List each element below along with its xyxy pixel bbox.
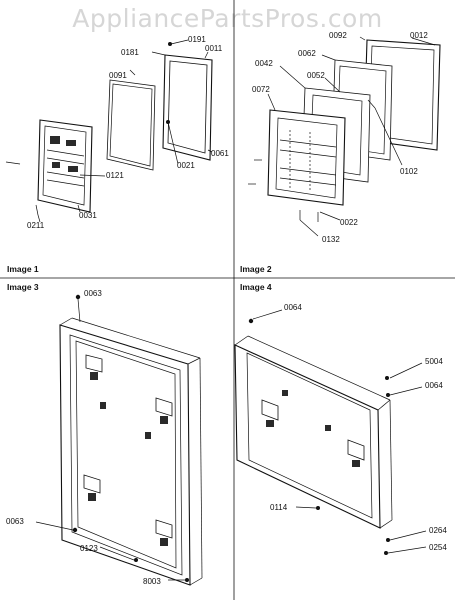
- panel-title-image-2: Image 2: [240, 264, 272, 274]
- panel-title-image-1: Image 1: [7, 264, 39, 274]
- callout-0114: 0114: [270, 503, 288, 512]
- callout-0052: 0052: [307, 71, 325, 80]
- callout-0092: 0092: [329, 31, 347, 40]
- image-4-frame-assembly: [234, 309, 427, 555]
- callout-0063-left: 0063: [6, 517, 24, 526]
- callout-0091: 0091: [109, 71, 127, 80]
- panel-title-image-3: Image 3: [7, 282, 39, 292]
- callout-0062: 0062: [298, 49, 316, 58]
- callout-0061: 0061: [211, 149, 229, 158]
- callout-0031: 0031: [79, 211, 97, 220]
- callout-0181: 0181: [121, 48, 139, 57]
- callout-0064-right: 0064: [425, 381, 443, 390]
- callout-0191: 0191: [188, 35, 206, 44]
- callout-0064-top: 0064: [284, 303, 302, 312]
- callout-0102: 0102: [400, 167, 418, 176]
- callout-0264: 0264: [429, 526, 447, 535]
- image-1-exploded-door: [5, 39, 213, 223]
- callout-0022: 0022: [340, 218, 358, 227]
- callout-0012: 0012: [410, 31, 428, 40]
- callout-0132: 0132: [322, 235, 340, 244]
- watermark: AppliancePartsPros.com: [72, 4, 383, 33]
- image-3-frame-assembly: [35, 294, 203, 586]
- callout-0063-top: 0063: [84, 289, 102, 298]
- callout-0021: 0021: [177, 161, 195, 170]
- callout-0072: 0072: [252, 85, 270, 94]
- callout-0211: 0211: [27, 221, 45, 230]
- callout-0123: 0123: [80, 544, 98, 553]
- callout-8003: 8003: [143, 577, 161, 586]
- panel-title-image-4: Image 4: [240, 282, 272, 292]
- callout-5004: 5004: [425, 357, 443, 366]
- callout-0254: 0254: [429, 543, 447, 552]
- callout-0121: 0121: [106, 171, 124, 180]
- callout-0042: 0042: [255, 59, 273, 68]
- image-2-exploded-drawer: [248, 36, 441, 237]
- callout-0011: 0011: [205, 44, 223, 53]
